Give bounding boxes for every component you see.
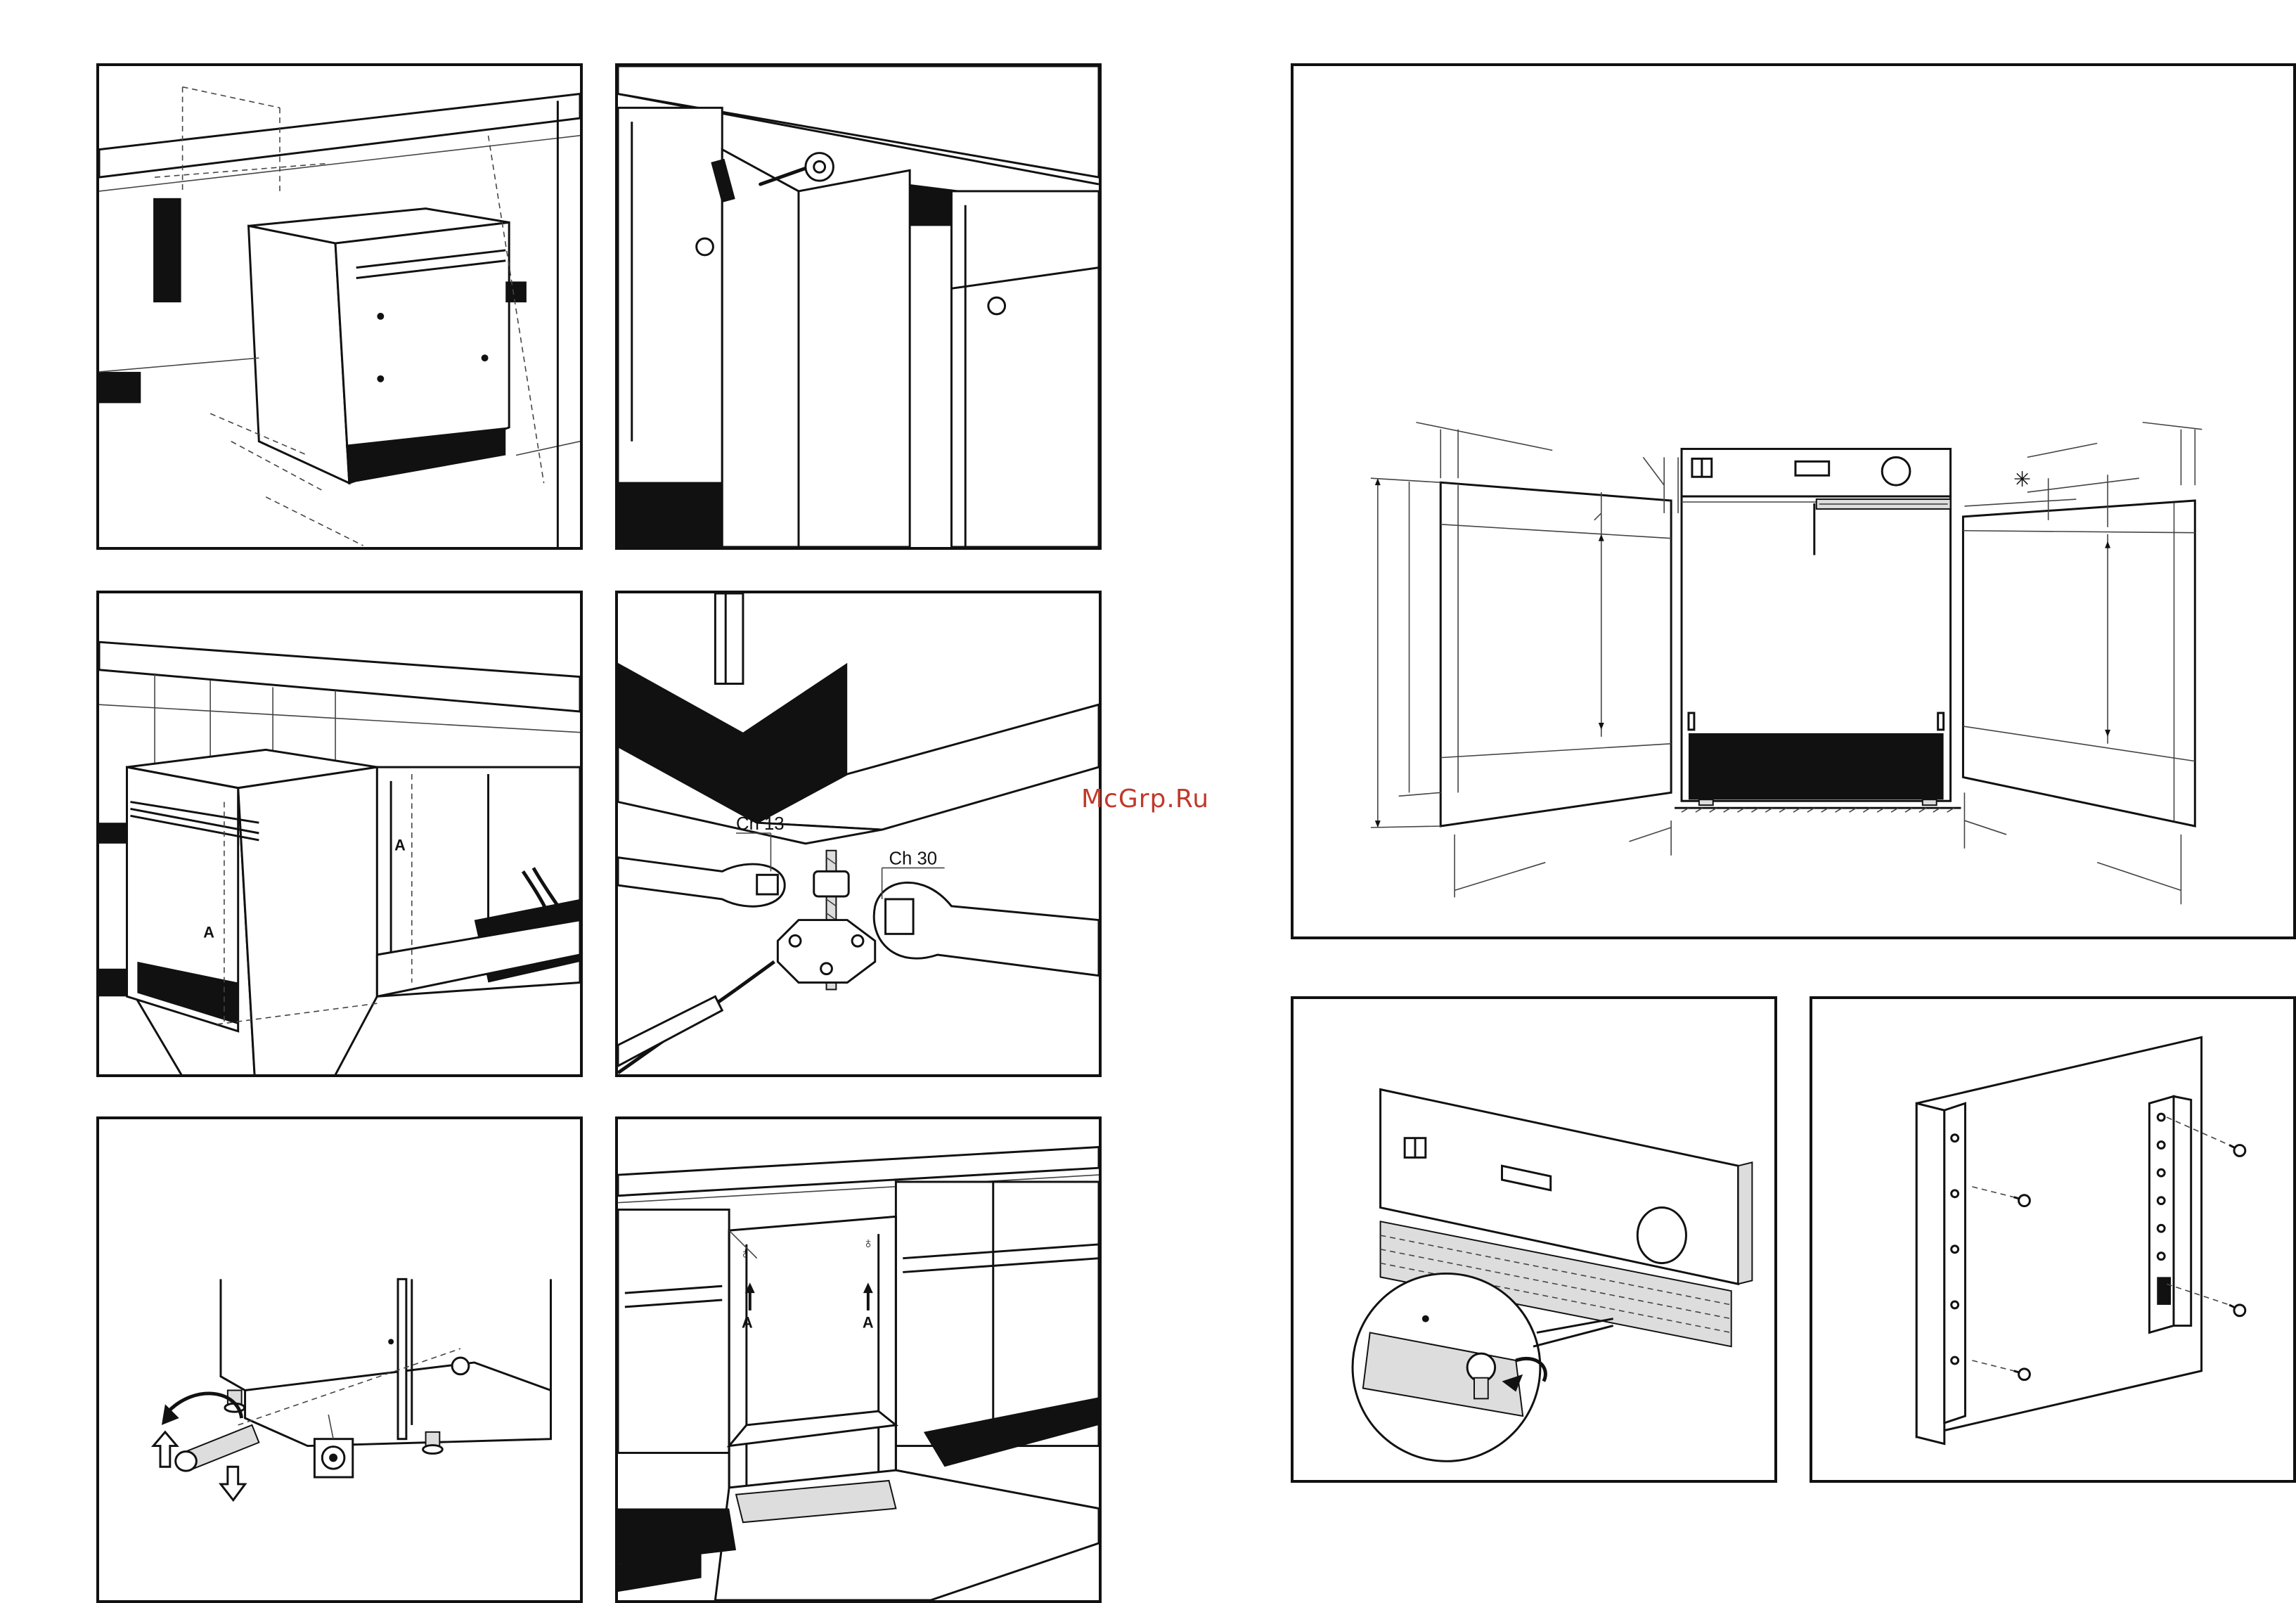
panel-niche-dimensions — [96, 63, 583, 550]
wrench-large-label: Ch 30 — [889, 849, 937, 868]
panel-control-strip — [1291, 996, 1777, 1483]
marker-a-left: A — [742, 1314, 753, 1332]
panel-slide-in: A A — [96, 591, 583, 1077]
marker-a-front: A — [203, 923, 214, 941]
watermark: McGrp.Ru — [1081, 785, 1209, 813]
panel-worktop-corner — [615, 63, 1102, 550]
foot-adjustment-drawing: Ch 13 Ch 30 — [618, 593, 1099, 1074]
panel-rear-foot — [96, 1116, 583, 1603]
side-door-drawing — [1812, 999, 2293, 1480]
screw-icon — [2229, 1145, 2245, 1157]
slide-in-drawing: A A — [99, 593, 580, 1074]
panel-foot-adjustment: Ch 13 Ch 30 — [615, 591, 1102, 1077]
screw-left-icon: ♁ — [740, 1244, 751, 1262]
marker-a-right: A — [863, 1314, 874, 1332]
rear-foot-drawing — [99, 1119, 580, 1600]
niche-front-drawing: ♁ A ♁ A — [618, 1119, 1099, 1600]
panel-front-dimensions: ✳ — [1291, 63, 2296, 939]
screw-icon — [2229, 1305, 2245, 1316]
asterisk-marker: ✳ — [2013, 468, 2031, 491]
front-dimensions-drawing: ✳ — [1294, 66, 2293, 936]
wrench-small-label: Ch 13 — [736, 814, 785, 834]
panel-side-door — [1810, 996, 2296, 1483]
control-strip-drawing — [1294, 999, 1774, 1480]
panel-niche-front: ♁ A ♁ A — [615, 1116, 1102, 1603]
marker-a-niche: A — [394, 837, 406, 854]
screw-right-icon: ♁ — [863, 1234, 874, 1251]
niche-dimensions-drawing — [99, 66, 580, 547]
worktop-corner-drawing — [618, 66, 1099, 547]
